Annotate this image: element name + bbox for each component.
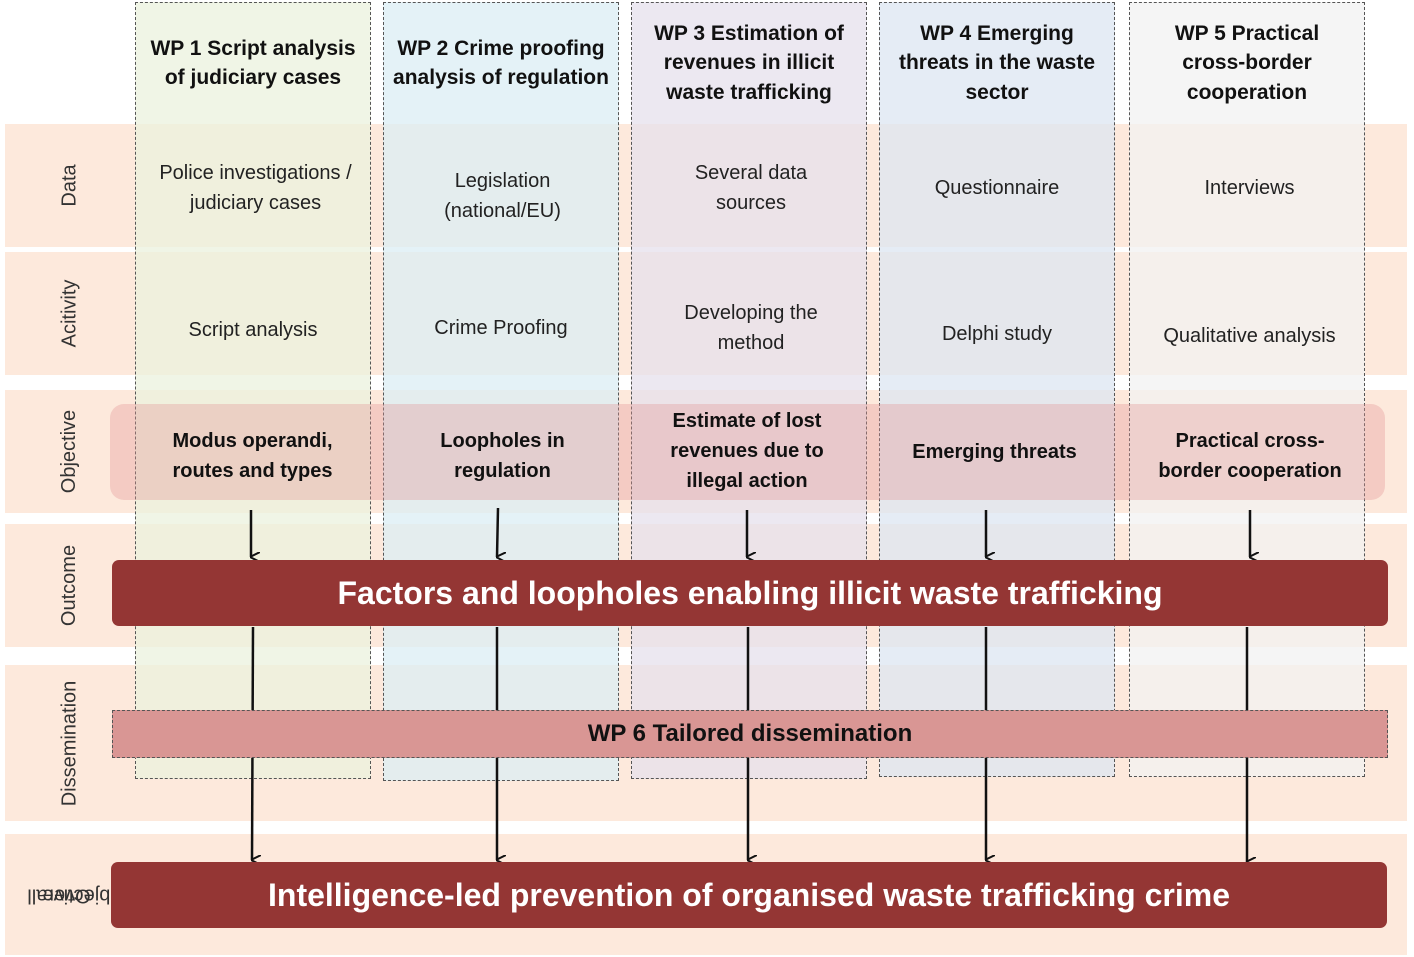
wp3-activity: Developing the method bbox=[684, 301, 818, 354]
wp2-title: WP 2 Crime proofing analysis of regulati… bbox=[393, 36, 609, 89]
overall-objective-bar: Intelligence-led prevention of organised… bbox=[111, 862, 1387, 928]
wp5-objective: Practical cross-border cooperation bbox=[1158, 429, 1342, 482]
wp1-objective: Modus operandi, routes and types bbox=[172, 429, 333, 482]
wp4-activity: Delphi study bbox=[941, 322, 1053, 345]
wp4-column bbox=[879, 2, 1115, 777]
wp2-data: Legislation (national/EU) bbox=[444, 169, 561, 222]
wp3-title: WP 3 Estimation of revenues in illicit w… bbox=[654, 21, 844, 104]
wp3-objective: Estimate of lost revenues due to illegal… bbox=[670, 409, 824, 492]
outcome-bar: Factors and loopholes enabling illicit w… bbox=[112, 560, 1388, 626]
arrow-wp2-to-outcome bbox=[495, 507, 498, 557]
wp2-column bbox=[383, 2, 619, 781]
wp2-objective: Loopholes in regulation bbox=[440, 429, 565, 482]
wp1-title: WP 1 Script analysis of judiciary cases bbox=[150, 36, 356, 89]
wp4-objective: Emerging threats bbox=[912, 440, 1077, 463]
wp2-activity: Crime Proofing bbox=[434, 316, 568, 339]
wp5-activity: Qualitative analysis bbox=[1163, 324, 1336, 347]
wp1-activity: Script analysis bbox=[188, 318, 318, 341]
wp5-title: WP 5 Practical cross-border cooperation bbox=[1174, 21, 1320, 104]
wp4-title: WP 4 Emerging threats in the waste secto… bbox=[898, 21, 1096, 104]
wp4-data: Questionnaire bbox=[934, 176, 1060, 199]
wp1-data: Police investigations / judiciary cases bbox=[159, 161, 352, 214]
objective-band bbox=[110, 404, 1385, 500]
wp3-data: Several data sources bbox=[694, 161, 808, 214]
wp5-data: Interviews bbox=[1204, 176, 1295, 199]
dissemination-box: WP 6 Tailored dissemination bbox=[112, 710, 1388, 758]
